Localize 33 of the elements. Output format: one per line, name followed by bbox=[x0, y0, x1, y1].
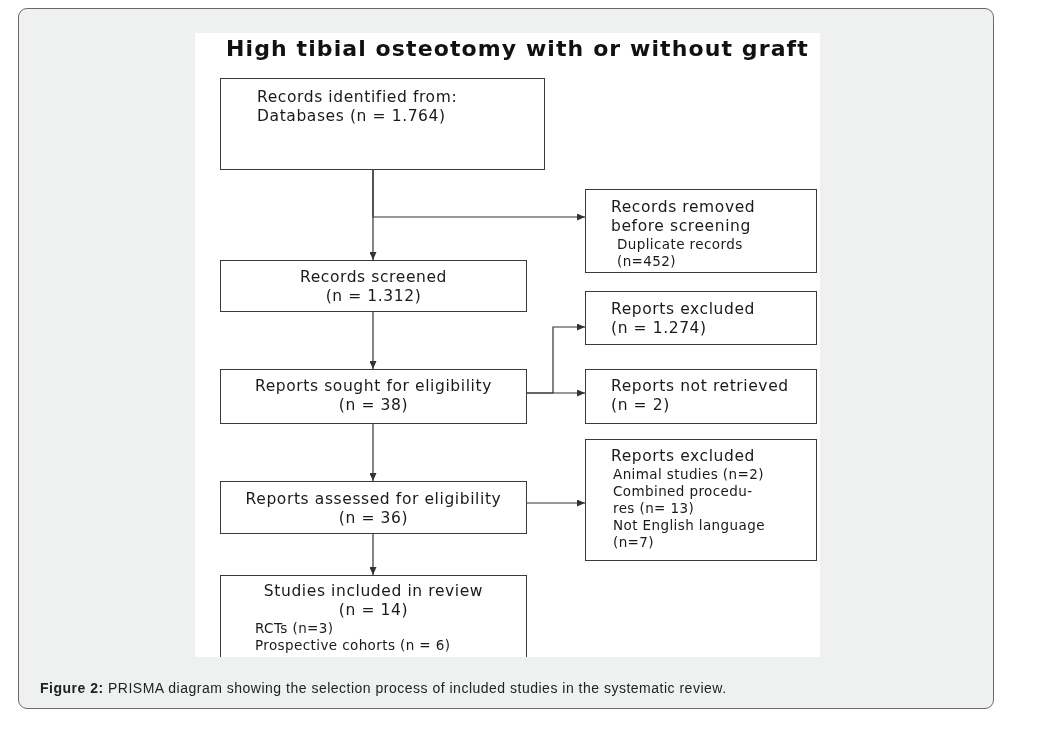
process-box bbox=[220, 78, 545, 170]
figure-caption: Figure 2: PRISMA diagram showing the selection process of included studies in the systematic review. bbox=[40, 679, 727, 697]
exclusion-box bbox=[585, 439, 817, 561]
box-heading: Records removed before screening bbox=[611, 198, 757, 236]
arrow bbox=[369, 533, 377, 576]
box-detail: Duplicate records (n=452) bbox=[617, 236, 744, 270]
box-text: Reports excluded (n = 1.274) bbox=[611, 300, 756, 338]
exclusion-box bbox=[585, 369, 817, 424]
box-detail: Combined procedu- res (n= 13) bbox=[613, 483, 754, 517]
box-text: Reports assessed for eligibility (n = 36) bbox=[244, 490, 503, 528]
box-heading: Reports excluded bbox=[611, 447, 756, 466]
box-text: Records screened (n = 1.312) bbox=[298, 268, 449, 306]
process-box bbox=[220, 481, 527, 534]
box-text: Reports sought for eligibility (n = 38) bbox=[254, 377, 493, 415]
arrow bbox=[526, 499, 586, 507]
process-box bbox=[220, 369, 527, 424]
box-heading: Studies included in review (n = 14) bbox=[262, 582, 485, 620]
diagram-title: High tibial osteotomy with or without graft bbox=[226, 35, 809, 62]
box-heading: Records identified from: bbox=[257, 88, 459, 107]
exclusion-box bbox=[585, 291, 817, 345]
box-detail: Databases (n = 1.764) bbox=[257, 107, 447, 126]
process-box bbox=[220, 260, 527, 312]
process-box bbox=[220, 575, 527, 657]
box-detail: Prospective cohorts (n = 6) bbox=[255, 637, 452, 654]
box-detail: RCTs (n=3) bbox=[255, 620, 335, 637]
box-text: Reports not retrieved (n = 2) bbox=[611, 377, 790, 415]
arrow bbox=[369, 311, 377, 370]
box-detail: Animal studies (n=2) bbox=[613, 466, 765, 483]
arrow bbox=[526, 389, 586, 397]
arrow bbox=[372, 169, 586, 221]
box-detail: Not English language (n=7) bbox=[613, 517, 766, 551]
exclusion-box bbox=[585, 189, 817, 273]
arrow bbox=[369, 423, 377, 482]
